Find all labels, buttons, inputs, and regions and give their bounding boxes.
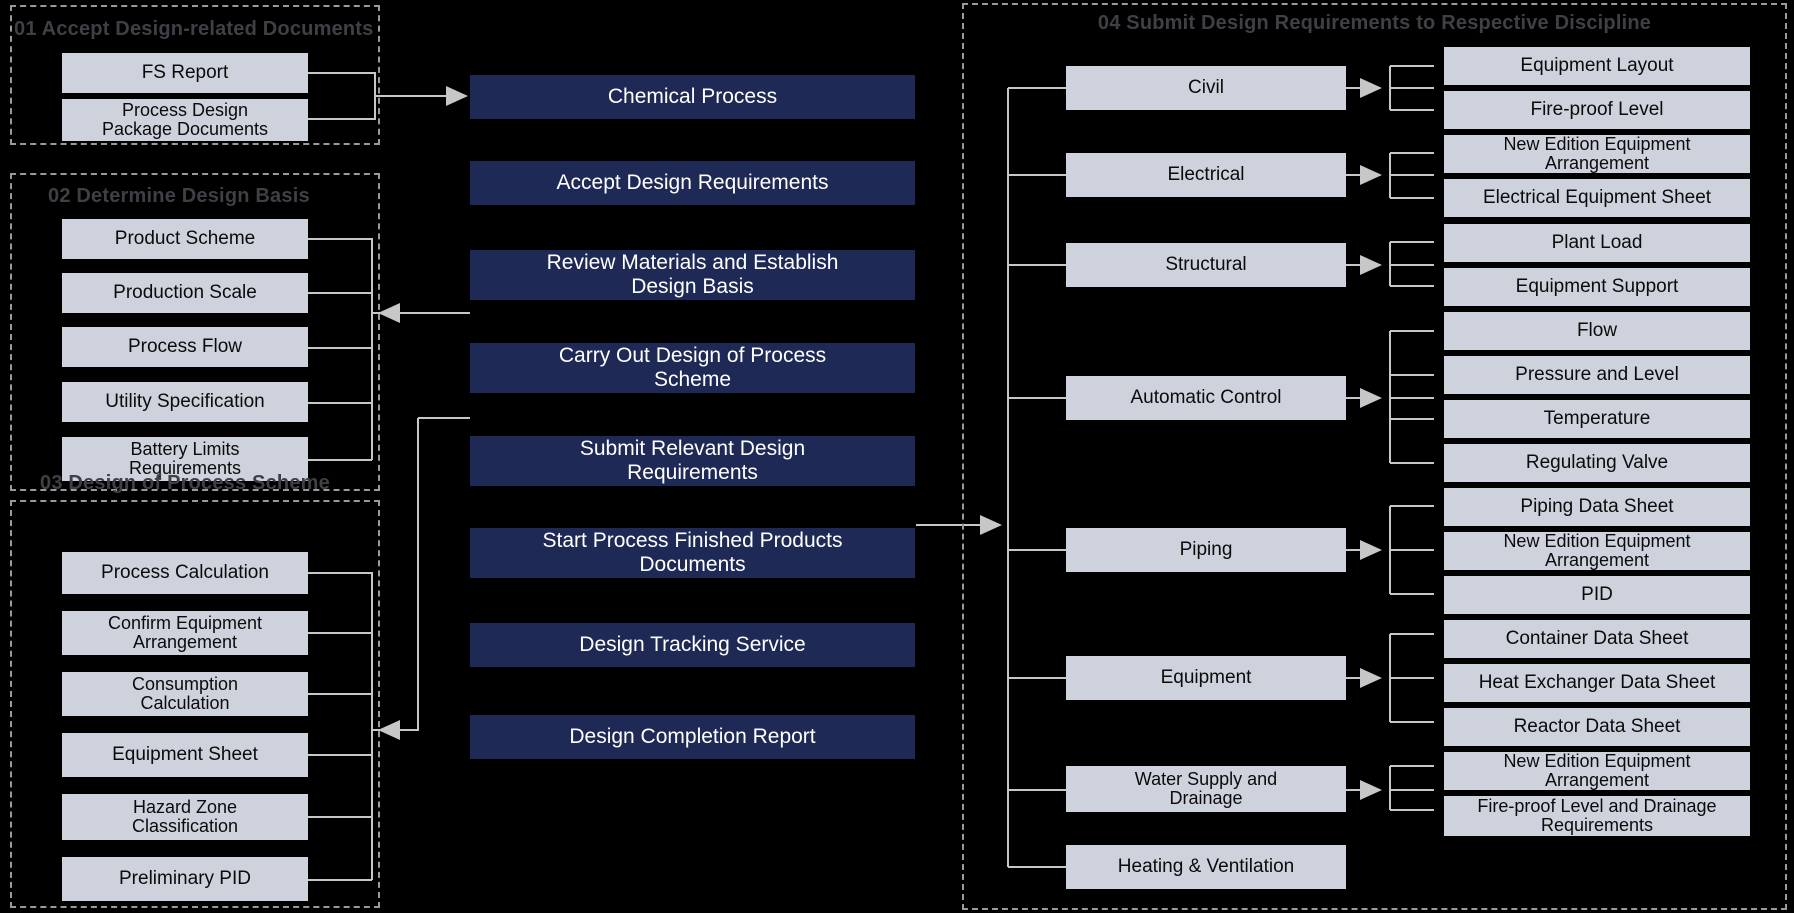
- deliverable-container-data-sheet[interactable]: Container Data Sheet: [1444, 620, 1750, 658]
- group-item-utility-specification[interactable]: Utility Specification: [62, 382, 308, 422]
- panel-determine-design-basis: [10, 173, 380, 491]
- deliverable-plant-load[interactable]: Plant Load: [1444, 224, 1750, 262]
- stage-carry-out-design[interactable]: Carry Out Design of Process Scheme: [470, 343, 915, 393]
- group-item-production-scale[interactable]: Production Scale: [62, 273, 308, 313]
- deliverable-fire-proof-level[interactable]: Fire-proof Level: [1444, 91, 1750, 129]
- panel-design-of-process-scheme: [10, 500, 380, 908]
- deliverable-pid[interactable]: PID: [1444, 576, 1750, 614]
- group-item-preliminary-pid[interactable]: Preliminary PID: [62, 857, 308, 901]
- discipline-automatic-control[interactable]: Automatic Control: [1066, 376, 1346, 420]
- discipline-heating-ventilation[interactable]: Heating & Ventilation: [1066, 845, 1346, 889]
- discipline-piping[interactable]: Piping: [1066, 528, 1346, 572]
- group-item-process-design-package[interactable]: Process Design Package Documents: [62, 99, 308, 141]
- deliverable-reactor-data-sheet[interactable]: Reactor Data Sheet: [1444, 708, 1750, 746]
- stage-chemical-process[interactable]: Chemical Process: [470, 75, 915, 119]
- panel-02-title: 02 Determine Design Basis: [48, 185, 310, 207]
- deliverable-equipment-layout[interactable]: Equipment Layout: [1444, 47, 1750, 85]
- panel-01-title: 01 Accept Design-related Documents: [14, 18, 374, 40]
- deliverable-piping-data-sheet[interactable]: Piping Data Sheet: [1444, 488, 1750, 526]
- discipline-civil[interactable]: Civil: [1066, 66, 1346, 110]
- discipline-equipment[interactable]: Equipment: [1066, 656, 1346, 700]
- stage-submit-relevant-requirements[interactable]: Submit Relevant Design Requirements: [470, 436, 915, 486]
- stage-start-process-finished-products[interactable]: Start Process Finished Products Document…: [470, 528, 915, 578]
- stage-accept-design-requirements[interactable]: Accept Design Requirements: [470, 161, 915, 205]
- group-item-hazard-zone-classification[interactable]: Hazard Zone Classification: [62, 794, 308, 840]
- stage-review-materials[interactable]: Review Materials and Establish Design Ba…: [470, 250, 915, 300]
- panel-03-title: 03 Design of Process Scheme: [40, 472, 330, 494]
- deliverable-heat-exchanger-data-sheet[interactable]: Heat Exchanger Data Sheet: [1444, 664, 1750, 702]
- group-item-confirm-equipment-arrangement[interactable]: Confirm Equipment Arrangement: [62, 611, 308, 655]
- deliverable-new-edition-equipment-arrangement-2[interactable]: New Edition Equipment Arrangement: [1444, 532, 1750, 570]
- deliverable-fire-proof-level-drainage[interactable]: Fire-proof Level and Drainage Requiremen…: [1444, 796, 1750, 836]
- deliverable-new-edition-equipment-arrangement-3[interactable]: New Edition Equipment Arrangement: [1444, 752, 1750, 790]
- discipline-water-supply-drainage[interactable]: Water Supply and Drainage: [1066, 766, 1346, 812]
- group-item-fs-report[interactable]: FS Report: [62, 53, 308, 93]
- group-item-battery-limits[interactable]: Battery Limits Requirements: [62, 437, 308, 481]
- discipline-structural[interactable]: Structural: [1066, 243, 1346, 287]
- stage-design-tracking-service[interactable]: Design Tracking Service: [470, 623, 915, 667]
- group-item-process-flow[interactable]: Process Flow: [62, 327, 308, 367]
- panel-04-title: 04 Submit Design Requirements to Respect…: [1097, 12, 1652, 34]
- discipline-electrical[interactable]: Electrical: [1066, 153, 1346, 197]
- deliverable-equipment-support[interactable]: Equipment Support: [1444, 268, 1750, 306]
- deliverable-regulating-valve[interactable]: Regulating Valve: [1444, 444, 1750, 482]
- group-item-product-scheme[interactable]: Product Scheme: [62, 219, 308, 259]
- deliverable-flow[interactable]: Flow: [1444, 312, 1750, 350]
- group-item-process-calculation[interactable]: Process Calculation: [62, 552, 308, 594]
- deliverable-temperature[interactable]: Temperature: [1444, 400, 1750, 438]
- stage-design-completion-report[interactable]: Design Completion Report: [470, 715, 915, 759]
- panel-submit-requirements-to-disciplines: [962, 3, 1787, 910]
- group-item-consumption-calculation[interactable]: Consumption Calculation: [62, 672, 308, 716]
- deliverable-pressure-and-level[interactable]: Pressure and Level: [1444, 356, 1750, 394]
- deliverable-electrical-equipment-sheet[interactable]: Electrical Equipment Sheet: [1444, 179, 1750, 217]
- deliverable-new-edition-equipment-arrangement-1[interactable]: New Edition Equipment Arrangement: [1444, 135, 1750, 173]
- group-item-equipment-sheet[interactable]: Equipment Sheet: [62, 733, 308, 777]
- panel-accept-documents: [10, 5, 380, 145]
